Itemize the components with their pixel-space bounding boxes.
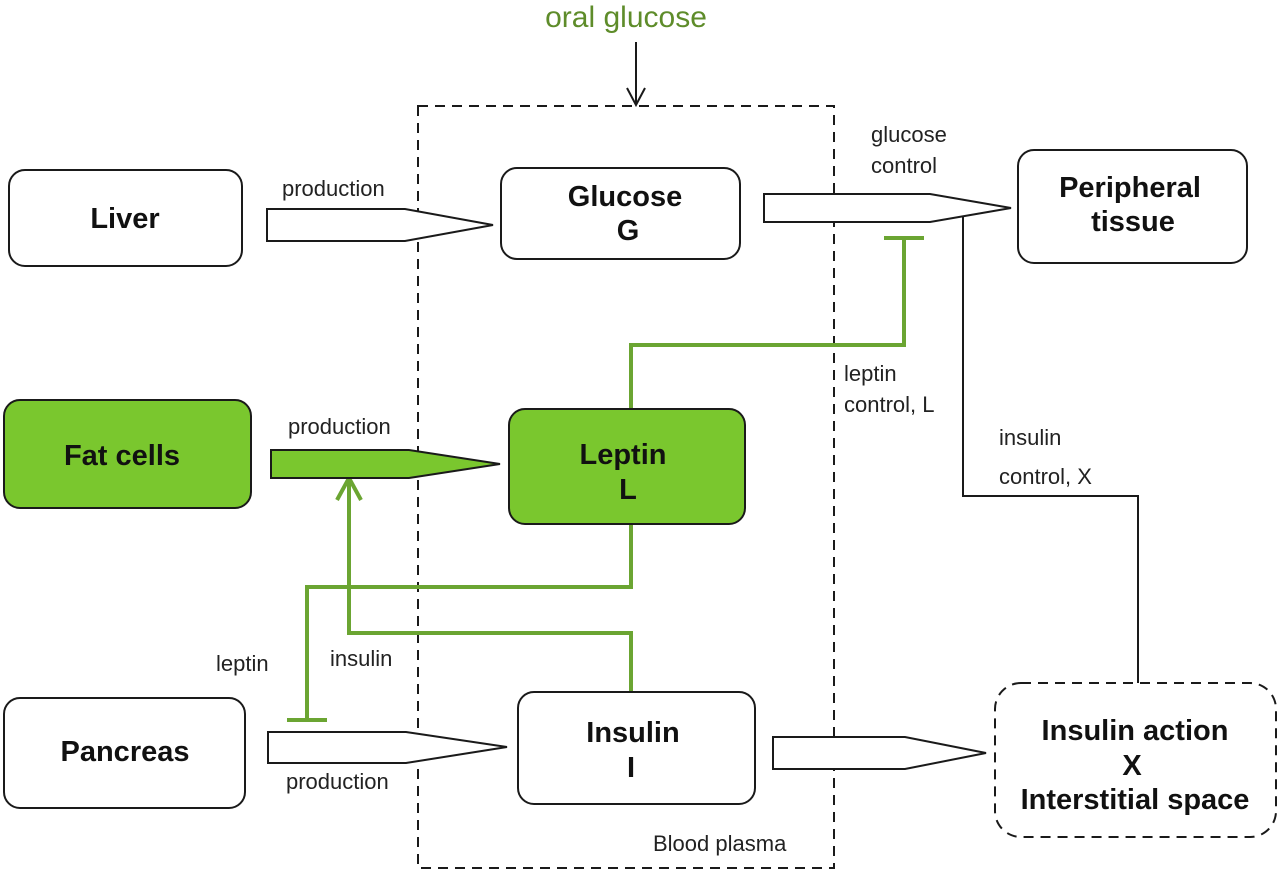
oral-glucose-arrowhead	[626, 87, 646, 108]
liver-node	[8, 169, 243, 267]
insulin-node-label-line1: Insulin	[586, 717, 679, 749]
insulin-control-label-line2: control, X	[999, 464, 1092, 489]
glucose-control-label-line2: control	[871, 153, 937, 178]
pancreas-production-arrow	[267, 731, 508, 764]
pancreas-production-label: production	[286, 769, 389, 794]
peripheral-tissue-node	[1017, 149, 1248, 264]
leptin-node-label-line2: L	[619, 474, 637, 506]
oral-glucose-label: oral glucose	[545, 1, 707, 34]
insulin-control-label-line1: insulin	[999, 425, 1061, 450]
leptin-to-pancreas-line	[305, 525, 633, 720]
glucose-node-label-line2: G	[617, 215, 640, 247]
leptin-node[interactable]	[508, 408, 746, 525]
insulin-control-line	[962, 212, 1139, 683]
leptin-control-label-line1: leptin	[844, 361, 897, 386]
glucose-node-label-line1: Glucose	[568, 181, 682, 213]
leptin-to-pancreas-label: leptin	[216, 651, 269, 676]
glucose-control-label-line1: glucose	[871, 122, 947, 147]
insulin-action-node-label-line3: Interstitial space	[1021, 784, 1250, 816]
liver-production-arrow	[266, 208, 494, 242]
insulin-action-node-label-line2: X	[1122, 750, 1142, 782]
fat-cells-node[interactable]	[3, 399, 252, 509]
leptin-control-label-line2: control, L	[844, 392, 935, 417]
insulin-action-arrow	[772, 736, 987, 770]
insulin-node-label-line2: I	[627, 752, 635, 784]
liver-node-label: Liver	[90, 203, 159, 235]
glucose-node	[500, 167, 741, 260]
fat-production-arrow	[270, 449, 501, 479]
pancreas-node	[3, 697, 246, 809]
peripheral-tissue-node-label-line2: tissue	[1091, 206, 1175, 238]
glucose-control-arrow	[763, 193, 1012, 223]
insulin-action-node-label-line1: Insulin action	[1042, 715, 1229, 747]
blood-plasma-compartment	[417, 105, 835, 869]
peripheral-tissue-node-label-line1: Peripheral	[1059, 172, 1201, 204]
insulin-action-node	[994, 682, 1277, 838]
fat-production-label: production	[288, 414, 391, 439]
liver-production-label: production	[282, 176, 385, 201]
insulin-to-fat-label: insulin	[330, 646, 392, 671]
leptin-node-label-line1: Leptin	[580, 439, 667, 471]
blood-plasma-label: Blood plasma	[653, 831, 787, 856]
fat-cells-node-label: Fat cells	[64, 440, 180, 472]
insulin-node	[517, 691, 756, 805]
pancreas-node-label: Pancreas	[61, 736, 190, 768]
leptin-control-line	[629, 238, 906, 409]
insulin-to-fat-line	[347, 478, 633, 692]
